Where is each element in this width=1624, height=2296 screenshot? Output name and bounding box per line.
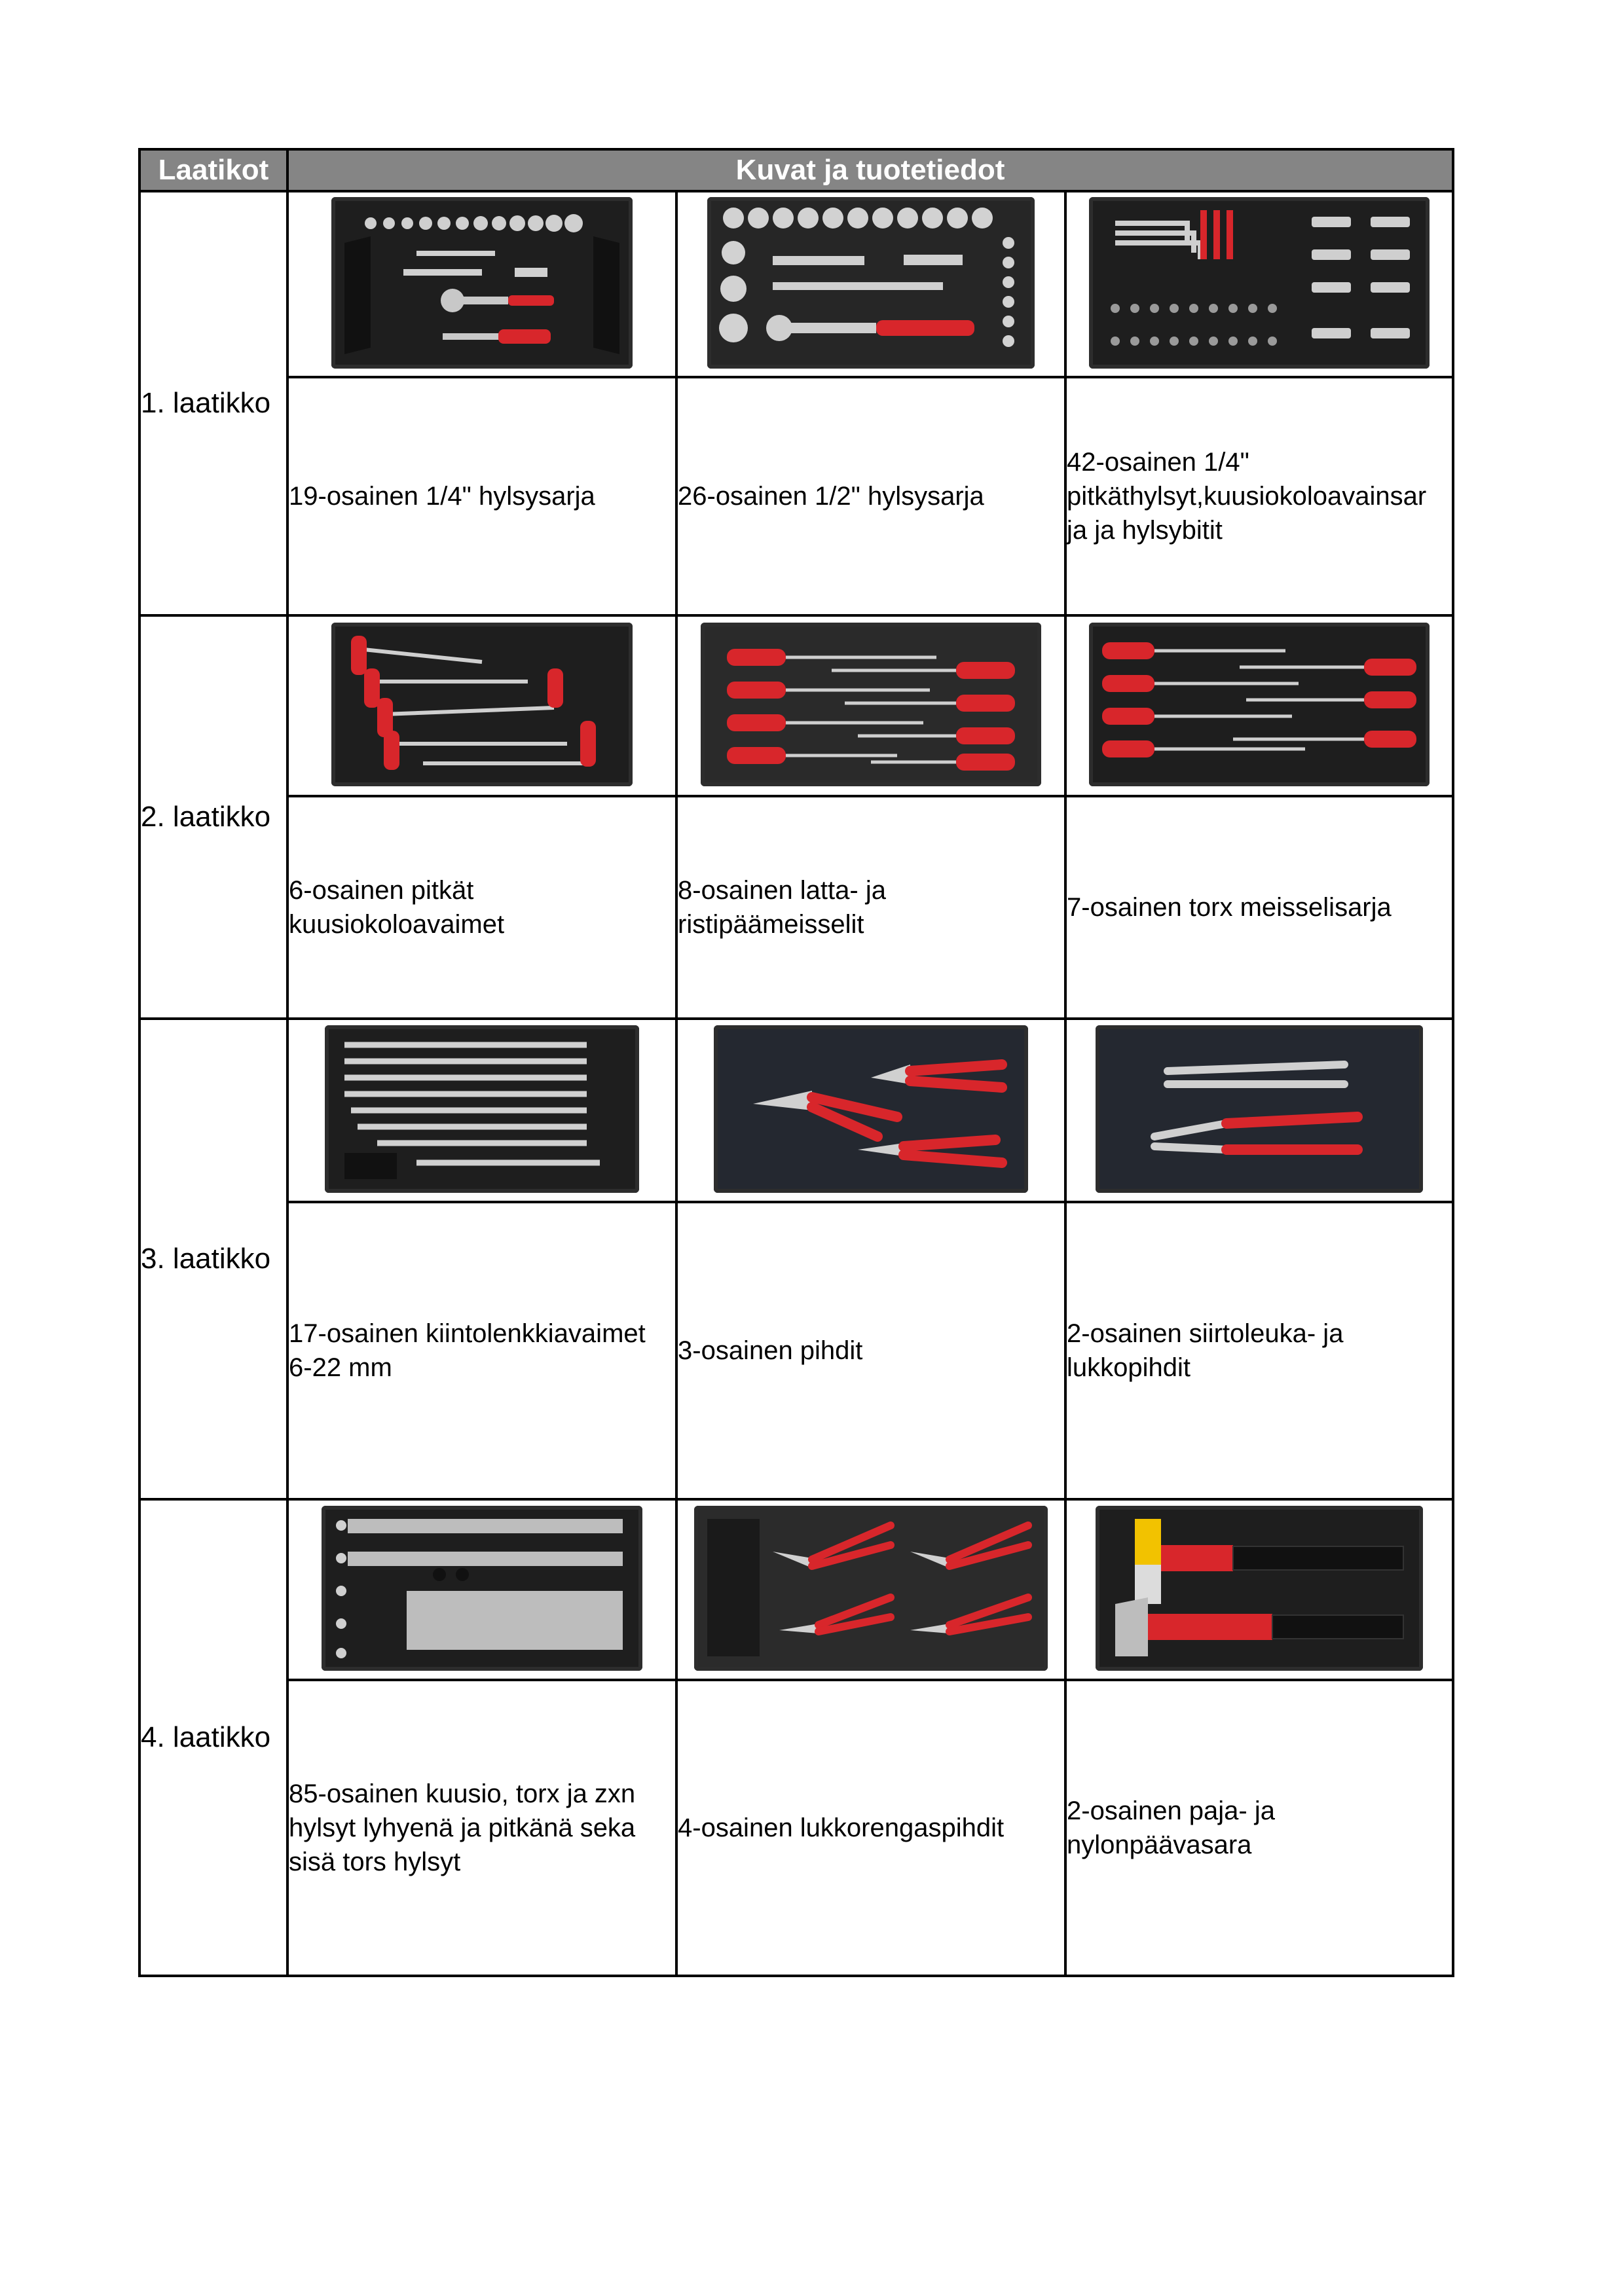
combination-wrench-tray-icon	[325, 1025, 639, 1193]
drawer-3-image-2	[675, 1017, 1067, 1203]
drawer-3-image-1	[286, 1017, 678, 1203]
header-row: Laatikot Kuvat ja tuotetiedot	[138, 148, 1455, 192]
drawer-4-text-1: 85-osainen kuusio, torx ja zxn hylsyt ly…	[286, 1679, 678, 1977]
hammer-tray-icon	[1096, 1505, 1424, 1671]
drawer-4-image-1	[286, 1498, 678, 1681]
pliers-tray-icon	[714, 1025, 1028, 1193]
drawer-4-text-row: 85-osainen kuusio, torx ja zxn hylsyt ly…	[139, 1679, 1455, 1977]
drawer-2-text-3: 7-osainen torx meisselisarja	[1063, 795, 1455, 1020]
drawer-3-text-3: 2-osainen siirtoleuka- ja lukkopihdit	[1063, 1201, 1455, 1501]
bit-socket-tray-icon	[322, 1505, 642, 1671]
circlip-pliers-tray-icon	[694, 1505, 1048, 1671]
drawer-1-text-1: 19-osainen 1/4" hylsysarja	[286, 376, 678, 617]
locking-pliers-tray-icon	[1096, 1025, 1424, 1193]
header-products: Kuvat ja tuotetiedot	[286, 148, 1455, 192]
drawer-1-image-row: 1. laatikko	[138, 190, 1455, 617]
drawer-1-label: 1. laatikko	[138, 190, 289, 617]
screwdriver-tray-icon	[701, 622, 1041, 786]
socket-set-tray-icon	[331, 196, 633, 369]
drawer-3-text-1: 17-osainen kiintolenkkiavaimet 6-22 mm	[286, 1201, 678, 1501]
hex-key-bit-tray-icon	[1089, 196, 1430, 369]
tool-cabinet-table: Laatikot Kuvat ja tuotetiedot 1. laatikk…	[138, 148, 1455, 1977]
drawer-4-text-2: 4-osainen lukkorengaspihdit	[675, 1679, 1067, 1977]
drawer-1-image-1	[286, 190, 678, 378]
torx-screwdriver-tray-icon	[1089, 622, 1430, 786]
drawer-2-text-2: 8-osainen latta- ja ristipäämeisselit	[675, 795, 1067, 1020]
drawer-2-label: 2. laatikko	[138, 614, 289, 1020]
drawer-1-image-3	[1063, 190, 1455, 378]
drawer-3-text-row: 17-osainen kiintolenkkiavaimet 6-22 mm 3…	[139, 1201, 1455, 1501]
drawer-3-image-row: 3. laatikko	[138, 1017, 1455, 1501]
drawer-4-image-2	[675, 1498, 1067, 1681]
drawer-3-text-2: 3-osainen pihdit	[675, 1201, 1067, 1501]
drawer-2-image-2	[675, 614, 1067, 797]
drawer-2-image-row: 2. laatikko	[138, 614, 1455, 1020]
drawer-1-text-3: 42-osainen 1/4" pitkäthylsyt,kuusiokoloa…	[1063, 376, 1455, 617]
drawer-4-image-row: 4. laatikko	[138, 1498, 1455, 1977]
t-handle-hex-key-tray-icon	[331, 622, 633, 786]
drawer-2-text-row: 6-osainen pitkät kuusiokoloavaimet 8-osa…	[139, 795, 1455, 1020]
drawer-1-image-2	[675, 190, 1067, 378]
drawer-2-image-1	[286, 614, 678, 797]
drawer-2-image-3	[1063, 614, 1455, 797]
drawer-1-text-row: 19-osainen 1/4" hylsysarja 26-osainen 1/…	[139, 376, 1455, 617]
drawer-2-text-1: 6-osainen pitkät kuusiokoloavaimet	[286, 795, 678, 1020]
drawer-1-text-2: 26-osainen 1/2" hylsysarja	[675, 376, 1067, 617]
socket-set-large-tray-icon	[707, 196, 1035, 369]
drawer-4-label: 4. laatikko	[138, 1498, 289, 1977]
drawer-3-label: 3. laatikko	[138, 1017, 289, 1501]
drawer-3-image-3	[1063, 1017, 1455, 1203]
drawer-4-image-3	[1063, 1498, 1455, 1681]
drawer-4-text-3: 2-osainen paja- ja nylonpäävasara	[1063, 1679, 1455, 1977]
header-drawers: Laatikot	[138, 148, 289, 192]
